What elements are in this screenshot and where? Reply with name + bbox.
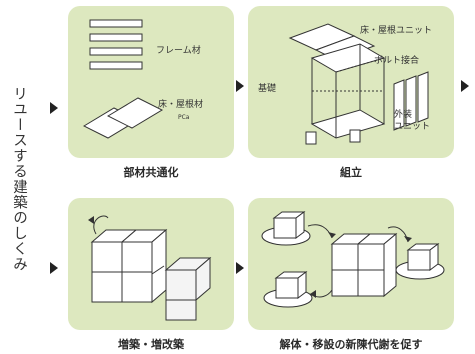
caption-assembly: 組立 <box>340 166 362 179</box>
caption-extension-renovation: 増築・増改築 <box>118 338 184 351</box>
arrow-right-icon <box>50 262 58 274</box>
label-frame-material: フレーム材 <box>156 46 201 56</box>
relocation-cubes-illustration <box>261 211 445 308</box>
panel-extension-renovation <box>68 198 234 330</box>
frame-and-floor-members-illustration <box>82 19 164 139</box>
label-bolt-joint: ボルト接合 <box>374 56 420 66</box>
caption-metabolism: 解体・移設の新陳代謝を促す <box>279 338 423 351</box>
label-exterior: 外装 <box>394 110 413 120</box>
extension-cubes-illustration <box>88 215 212 321</box>
arrow-right-icon <box>236 262 244 274</box>
caption-part-standardization: 部材共通化 <box>123 166 179 179</box>
label-floor-roof-material: 床・屋根材 <box>158 100 204 110</box>
assembly-illustration <box>288 23 429 145</box>
arrow-right-icon <box>50 102 58 114</box>
arrow-right-icon <box>236 80 244 92</box>
label-foundation: 基礎 <box>258 84 277 94</box>
panel-metabolism <box>248 198 454 330</box>
panel-part-standardization: フレーム材 床・屋根材 PCa <box>68 6 234 158</box>
label-unit: ユニット <box>394 122 431 132</box>
arrow-right-icon <box>461 80 469 92</box>
side-title: リユースする建築のしくみ <box>11 86 27 272</box>
panel-assembly: 床・屋根ユニット ボルト接合 基礎 外装 ユニット <box>248 6 454 158</box>
label-floor-roof-unit: 床・屋根ユニット <box>360 26 433 36</box>
label-pca: PCa <box>178 114 190 121</box>
